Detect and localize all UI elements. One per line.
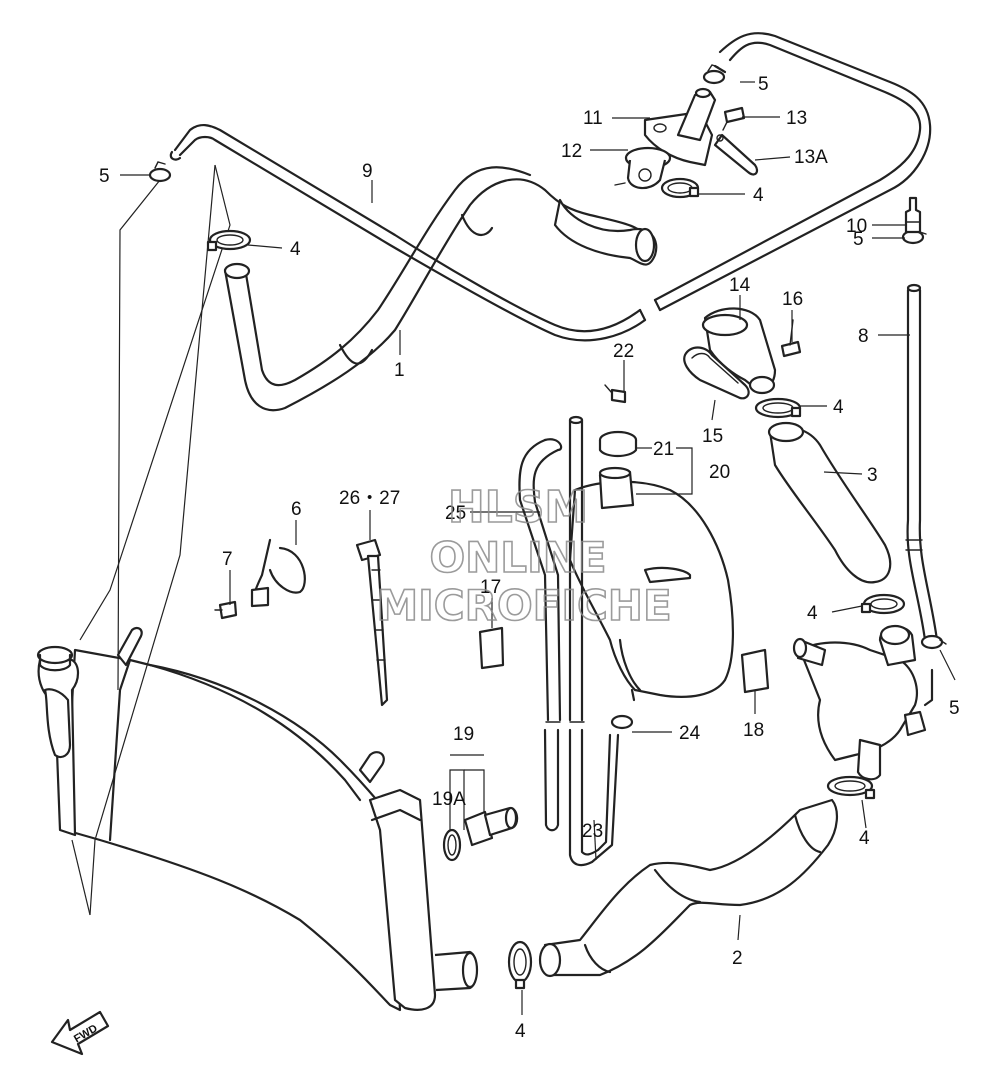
- label-4: 4: [859, 828, 870, 849]
- clamp-24: [610, 714, 634, 730]
- clamp-5-right-bottom: [920, 634, 947, 650]
- thermostat-cover-11: [643, 87, 717, 167]
- clamp-4-top: [660, 177, 700, 199]
- label-4: 4: [753, 185, 764, 206]
- leader-lines: [120, 81, 956, 1015]
- label-17: 17: [480, 577, 501, 598]
- hose-23: [568, 415, 620, 867]
- hose-25: [518, 438, 563, 832]
- label-19: 19: [453, 724, 474, 745]
- label-6: 6: [291, 499, 302, 520]
- temperature-sensor-19: [463, 806, 519, 847]
- watermark: HLSM ONLINE MICROFICHE: [376, 481, 673, 631]
- cushion-17: [478, 626, 505, 670]
- reference-line: [117, 179, 161, 691]
- bolt-13: [722, 106, 746, 131]
- hose-1: [223, 166, 658, 412]
- bolt-22: [604, 384, 627, 404]
- label-4: 4: [807, 603, 818, 624]
- cable-tie-26-27: [355, 538, 389, 707]
- cap-14: [701, 307, 777, 395]
- label-11: 11: [583, 108, 603, 129]
- label-1: 1: [394, 360, 405, 381]
- hose-2: [538, 798, 838, 978]
- label-5: 5: [99, 166, 110, 187]
- label-5: 5: [949, 698, 960, 719]
- bolt-16: [780, 319, 802, 358]
- watermark-line-1: HLSM: [448, 482, 588, 533]
- label-26-27: 26・27: [339, 488, 400, 509]
- reference-line: [79, 164, 231, 641]
- clamp-4-pump-top: [860, 593, 906, 615]
- label-16: 16: [782, 289, 803, 310]
- clamp-4-upper-left: [206, 229, 252, 252]
- hose-3: [767, 421, 892, 584]
- radiator: [36, 626, 479, 1012]
- clamp-5-top: [702, 64, 726, 85]
- bracket-13a: [713, 133, 759, 176]
- part-labels: 5 11 13 12 13A 4 5 9 4 10 5 14 16 8 1 22…: [99, 74, 960, 1042]
- cushion-18: [740, 648, 770, 694]
- hose-8: [905, 283, 939, 642]
- clamp-4-pump-bottom: [826, 775, 876, 800]
- gasket-15: [683, 346, 750, 400]
- clamp-4-right: [754, 397, 802, 419]
- reference-line: [89, 164, 216, 916]
- label-21: 21: [653, 439, 674, 460]
- label-10: 10: [846, 216, 867, 237]
- reservoir-tank-20: [568, 466, 735, 702]
- cap-21: [598, 430, 638, 458]
- label-18: 18: [743, 720, 764, 741]
- label-19a: 19A: [432, 789, 466, 810]
- label-4: 4: [833, 397, 844, 418]
- label-9: 9: [362, 161, 373, 182]
- bolt-7: [214, 600, 238, 620]
- label-2: 2: [732, 948, 743, 969]
- hose-9: [169, 32, 932, 342]
- label-4: 4: [515, 1021, 526, 1042]
- fwd-arrow-badge: FWD: [50, 1010, 110, 1056]
- clamp-6: [250, 538, 306, 608]
- label-14: 14: [729, 275, 751, 296]
- label-13: 13: [786, 108, 807, 129]
- label-13a: 13A: [794, 147, 828, 168]
- joint-10: [904, 196, 922, 234]
- watermark-line-3: MICROFICHE: [376, 581, 671, 630]
- thermostat-12: [614, 146, 672, 190]
- label-3: 3: [867, 465, 878, 486]
- label-23: 23: [582, 821, 603, 842]
- reference-line: [71, 839, 91, 916]
- water-pump: [792, 624, 934, 781]
- label-4: 4: [290, 239, 301, 260]
- label-5: 5: [758, 74, 769, 95]
- label-8: 8: [858, 326, 869, 347]
- gasket-19a: [442, 828, 462, 862]
- label-12: 12: [561, 141, 582, 162]
- label-22: 22: [613, 341, 634, 362]
- label-15: 15: [702, 426, 723, 447]
- watermark-line-2: ONLINE: [429, 533, 606, 582]
- label-20: 20: [709, 462, 730, 483]
- clamp-5-upper-left: [148, 161, 172, 183]
- label-7: 7: [222, 549, 233, 570]
- clamp-4-bottom: [507, 940, 533, 990]
- label-24: 24: [679, 723, 701, 744]
- label-5: 5: [853, 229, 864, 250]
- label-25: 25: [445, 503, 466, 524]
